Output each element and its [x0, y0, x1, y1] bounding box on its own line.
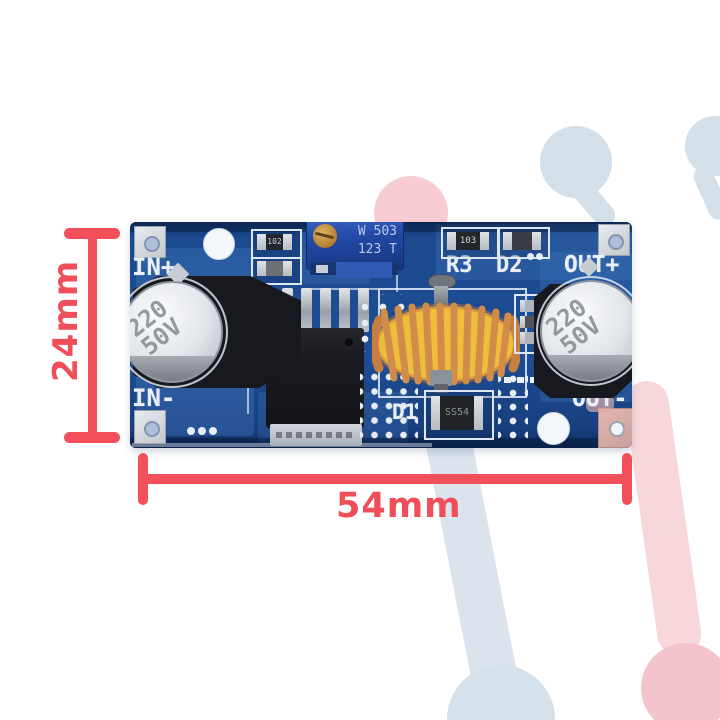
resistor-r3: 103 — [447, 232, 489, 250]
mount-hole — [537, 412, 570, 445]
decor-blue-band-bottom — [422, 420, 522, 704]
resistor-r3-marking: 103 — [459, 235, 477, 246]
inductor-clamp — [430, 370, 452, 386]
via-dot — [187, 427, 195, 435]
toroid-inductor — [372, 302, 520, 386]
ic-lead — [320, 288, 331, 332]
decor-pink-band-bottom — [621, 378, 705, 659]
copper-smudge — [586, 394, 614, 412]
width-dim-cap-right — [622, 453, 632, 505]
via-dot — [527, 253, 534, 260]
width-dim-cap-left — [138, 453, 148, 505]
trimpot-marking: W 503 123 T — [357, 224, 397, 257]
ic-lead — [301, 288, 312, 332]
pad-out-minus — [598, 408, 632, 448]
decor-blue-circle-b — [685, 116, 720, 176]
label-in-minus: IN- — [132, 384, 176, 412]
via-grid — [498, 372, 528, 442]
height-dim-label: 24mm — [46, 259, 86, 382]
decor-blue-circle-a — [540, 126, 612, 198]
via-dot — [209, 427, 217, 435]
width-dim-line — [141, 474, 631, 484]
height-dim-cap-top — [64, 228, 120, 239]
decor-blue-circle-bottom — [447, 665, 555, 720]
pad-in-plus — [134, 226, 166, 258]
diode-d2 — [503, 232, 541, 250]
diode-d1: SS54 — [431, 396, 483, 430]
diode-d1-marking: SS54 — [444, 407, 470, 418]
inductor-nut — [434, 384, 448, 393]
smd-resistor — [257, 261, 292, 276]
capacitor-left: 220 50V — [130, 281, 223, 383]
trimpot-tab — [336, 262, 392, 278]
width-dim-label: 54mm — [336, 486, 462, 526]
capacitor-marking: 220 50V — [130, 294, 188, 361]
pcb-board: IN+ IN- OUT+ OUT- R3 D2 D1 102 103 — [130, 222, 632, 448]
via-dot — [536, 253, 543, 260]
mount-hole — [203, 228, 235, 260]
trimpot-screw — [313, 224, 337, 248]
ic-tab — [270, 424, 362, 446]
height-dim-cap-bottom — [64, 432, 120, 443]
ic-lead — [339, 288, 350, 332]
decor-pink-circle-bottom — [641, 643, 720, 720]
pad-in-minus — [134, 410, 166, 444]
capacitor-marking: 220 50V — [540, 293, 607, 360]
height-dim-line — [88, 233, 97, 437]
ic-tab-marking — [276, 432, 356, 438]
inductor-screw-shaft — [434, 286, 448, 306]
resistor-marking: 102 — [267, 237, 282, 246]
capacitor-silk-outline — [536, 276, 632, 386]
pad-out-plus — [598, 224, 630, 256]
silk-trace — [396, 262, 398, 292]
capacitor-right: 220 50V — [540, 280, 632, 382]
smd-resistor: 102 — [257, 234, 292, 250]
via-dot — [198, 427, 206, 435]
